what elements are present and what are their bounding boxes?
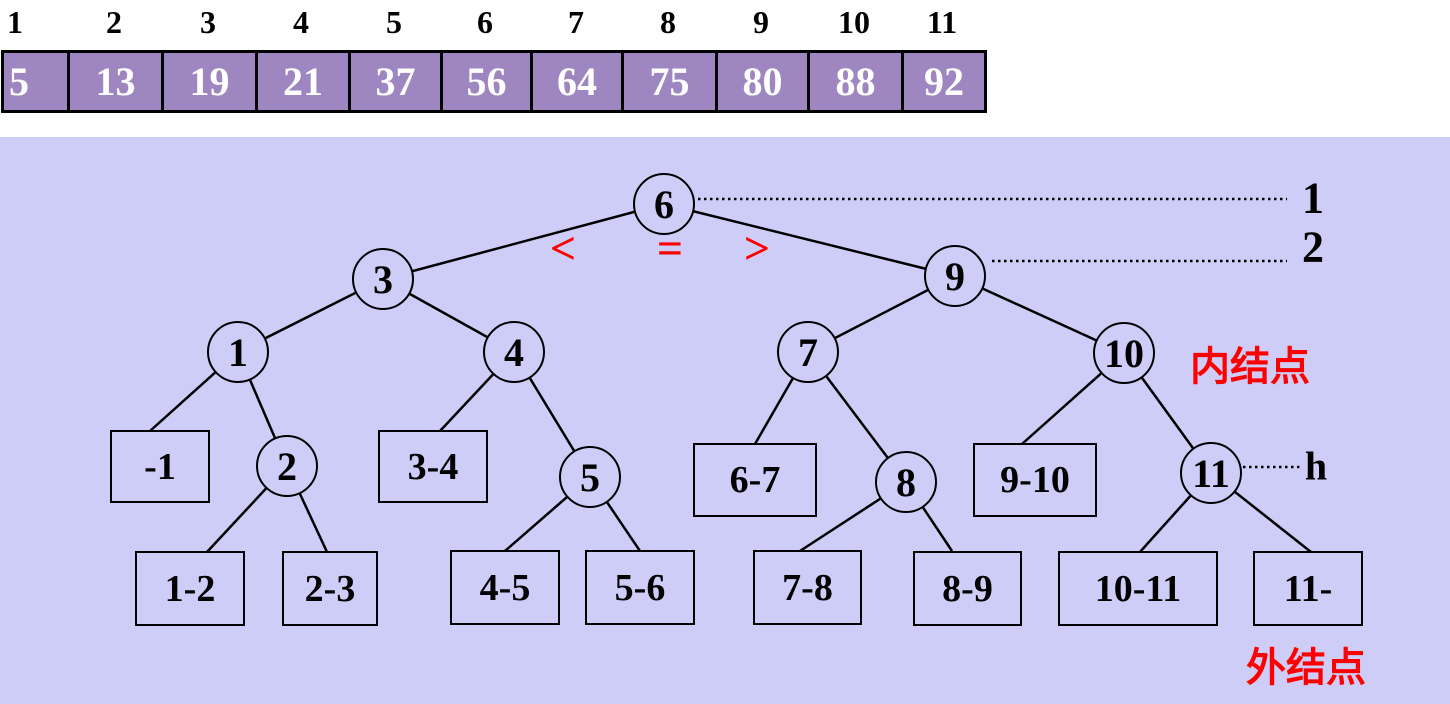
tree-edge — [382, 202, 665, 281]
internal-node-label: 10 — [1104, 330, 1144, 376]
internal-node-annotation: 内结点 — [1190, 345, 1310, 389]
array-cell-value: 19 — [189, 59, 230, 104]
internal-node-label: 4 — [504, 329, 524, 375]
external-node-2-3: 2-3 — [282, 551, 378, 626]
array-cell: 56 — [440, 50, 533, 113]
array-cell: 37 — [348, 50, 443, 113]
array-index-label: 5 — [386, 4, 402, 40]
array-cell-value: 75 — [649, 59, 690, 104]
array-cell: 21 — [255, 50, 351, 113]
internal-node-6: 6 — [633, 173, 695, 235]
external-node-label: 1-2 — [164, 567, 216, 610]
array-cell-value: 64 — [557, 59, 597, 104]
internal-node-5: 5 — [559, 446, 621, 508]
external-node-10-11: 10-11 — [1058, 551, 1218, 626]
internal-node-label: 9 — [945, 253, 965, 299]
external-node-1-2: 1-2 — [135, 551, 245, 626]
external-node-label: 6-7 — [729, 459, 781, 501]
array-cell-value: 13 — [95, 59, 136, 104]
internal-node-label: 2 — [277, 443, 297, 489]
internal-node-label: 3 — [373, 256, 393, 302]
external-node-9-10: 9-10 — [973, 443, 1097, 517]
external-node-11-: 11- — [1253, 551, 1363, 626]
array-cell-value: 88 — [835, 59, 876, 104]
array-cell: 64 — [530, 50, 624, 113]
internal-node-label: 7 — [798, 329, 818, 375]
height-label: h — [1304, 443, 1328, 489]
comparison-equal-symbol: = — [656, 222, 684, 274]
external-node-annotation: 外结点 — [1246, 646, 1366, 690]
comparison-greater-symbol: > — [743, 222, 771, 274]
internal-node-3: 3 — [352, 248, 414, 310]
external-node-label: 10-11 — [1094, 567, 1182, 610]
external-node-neg1: -1 — [110, 430, 210, 503]
array-cell-value: 92 — [924, 59, 964, 104]
external-node-label: 7-8 — [782, 566, 833, 609]
external-node-8-9: 8-9 — [913, 551, 1022, 626]
external-node-4-5: 4-5 — [450, 550, 560, 625]
external-node-6-7: 6-7 — [693, 443, 817, 517]
dotted-level-lines — [698, 197, 1300, 469]
internal-node-label: 11 — [1192, 450, 1230, 496]
array-cell: 88 — [807, 50, 904, 113]
external-node-label: 3-4 — [407, 445, 459, 488]
array-index-label: 4 — [293, 4, 309, 40]
external-node-label: 8-9 — [942, 567, 993, 610]
array-index-label: 8 — [660, 4, 676, 40]
array-index-label: 2 — [106, 4, 122, 40]
array-cell: 80 — [715, 50, 810, 113]
comparison-less-symbol: < — [549, 222, 577, 274]
internal-node-8: 8 — [875, 451, 937, 513]
array-index-label: 7 — [568, 4, 584, 40]
array-cell: 92 — [901, 50, 987, 113]
array-index-label: 10 — [838, 4, 870, 40]
internal-node-label: 8 — [896, 459, 916, 505]
tree-edge — [663, 202, 956, 278]
internal-node-1: 1 — [207, 321, 269, 383]
external-node-label: -1 — [144, 445, 176, 488]
array-cell-value: 56 — [466, 59, 507, 104]
external-node-5-6: 5-6 — [585, 550, 695, 625]
array-index-label: 9 — [753, 4, 769, 40]
internal-node-label: 1 — [228, 329, 248, 375]
external-node-label: 4-5 — [479, 566, 531, 609]
external-node-3-4: 3-4 — [378, 430, 488, 503]
external-node-label: 2-3 — [304, 567, 356, 610]
internal-node-11: 11 — [1180, 442, 1242, 504]
level-1-label: 1 — [1302, 173, 1324, 223]
internal-node-9: 9 — [924, 245, 986, 307]
internal-node-4: 4 — [483, 321, 545, 383]
external-node-label: 9-10 — [1000, 459, 1070, 501]
array-index-label: 6 — [477, 4, 493, 40]
external-node-label: 5-6 — [614, 566, 666, 609]
internal-node-7: 7 — [777, 321, 839, 383]
internal-node-2: 2 — [256, 435, 318, 497]
array-index-label: 3 — [200, 4, 216, 40]
external-node-7-8: 7-8 — [753, 550, 862, 625]
internal-node-10: 10 — [1093, 322, 1155, 384]
array-cell-value: 37 — [375, 59, 416, 104]
internal-node-label: 6 — [654, 181, 674, 227]
array-index-label: 1 — [7, 4, 23, 40]
array-index-label: 11 — [926, 4, 958, 40]
level-2-label: 2 — [1302, 222, 1324, 272]
internal-node-label: 5 — [580, 454, 600, 500]
array-cell-value: 80 — [742, 59, 783, 104]
array-cell-value: 21 — [283, 59, 323, 104]
array-cell-value: 5 — [9, 59, 29, 104]
external-node-label: 11- — [1283, 567, 1333, 610]
